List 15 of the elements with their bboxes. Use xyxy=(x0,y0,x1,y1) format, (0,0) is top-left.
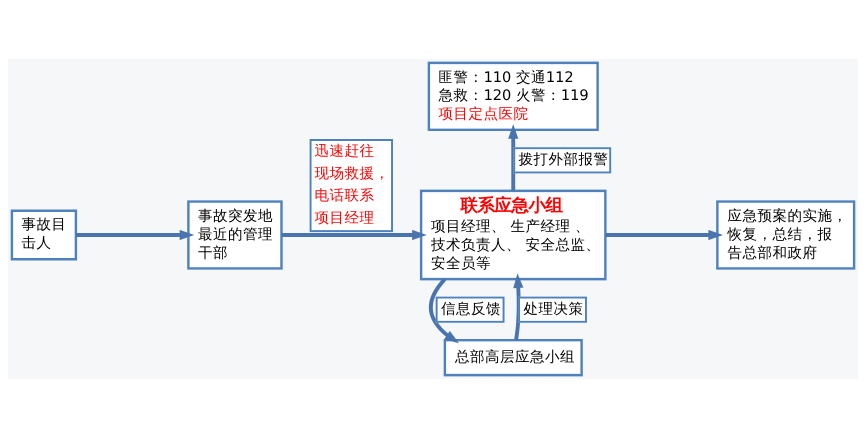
arrow xyxy=(606,230,723,240)
arrow xyxy=(76,230,194,240)
node-box: 事故突发地最近的管理干部 xyxy=(187,200,283,270)
arrow xyxy=(508,124,518,191)
edge-label: 处理决策 xyxy=(523,302,584,318)
edge-label: 迅速赶往现场救援，电话联系项目经理 xyxy=(314,143,390,226)
node-box: 事故目击人 xyxy=(10,210,78,260)
arrow xyxy=(428,278,460,344)
arrow xyxy=(282,230,427,240)
edge-label: 信息反馈 xyxy=(441,302,501,318)
edge-label: 拨打外部报警 xyxy=(518,152,609,168)
node-box: 总部高层应急小组 xyxy=(444,339,583,376)
node-box: 应急预案的实施，恢复，总结，报告总部和政府 xyxy=(716,200,856,270)
node-box: 联系应急小组 项目经理、 生产经理 、技术负责人、 安全总监、安全员等 xyxy=(420,190,607,280)
node-box: 匪警：110 交通112 急救：120 火警：119 项目定点医院 xyxy=(428,62,599,131)
